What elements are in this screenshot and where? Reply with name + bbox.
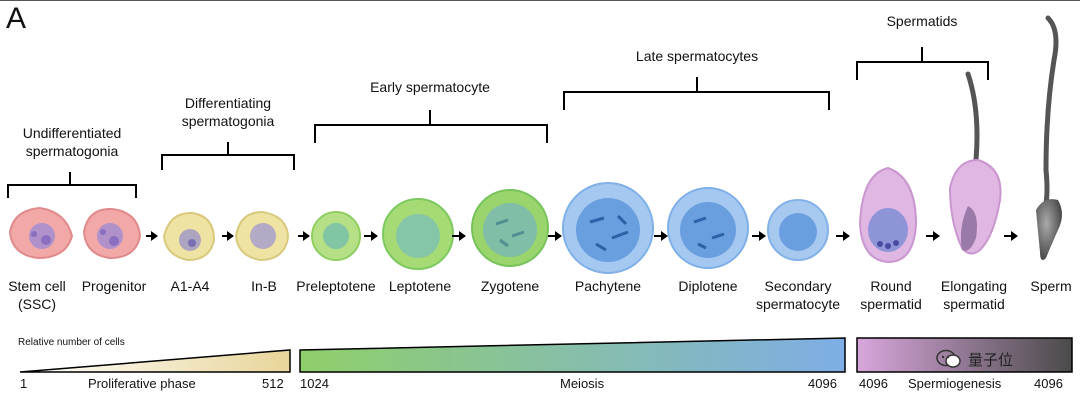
top-border <box>0 0 1080 1</box>
bar-meiosis <box>299 337 846 373</box>
arrow-head-10 <box>1011 231 1018 241</box>
cell-label-in-b: In-B <box>251 278 277 294</box>
spermiogenesis-start: 4096 <box>859 376 888 391</box>
spermiogenesis-label: Spermiogenesis <box>908 376 1002 391</box>
relative-cells-label: Relative number of cells <box>18 337 125 348</box>
arrow-head-4 <box>459 231 466 241</box>
cell-leptotene <box>382 198 454 270</box>
group-label-differentiating: Differentiating spermatogonia <box>181 95 275 129</box>
bar-proliferative <box>19 349 291 373</box>
cell-elongating-spermatid <box>948 71 1002 255</box>
arrow-head-7 <box>759 231 766 241</box>
arrow-head-5 <box>555 231 562 241</box>
progression-arrows <box>146 231 1018 241</box>
cell-diplotene <box>667 187 749 269</box>
cell-pachytene <box>562 182 654 274</box>
arrow-head-9 <box>933 231 940 241</box>
bracket-early-spermatocyte <box>314 110 548 143</box>
spermiogenesis-end: 4096 <box>1034 376 1063 391</box>
cell-in-b <box>234 210 290 262</box>
arrow-head-0 <box>151 231 158 241</box>
cell-label-leptotene: Leptotene <box>388 278 452 294</box>
cell-stem <box>8 206 74 260</box>
arrow-head-2 <box>303 231 310 241</box>
cell-preleptotene <box>311 211 361 261</box>
meiosis-start: 1024 <box>300 376 329 391</box>
meiosis-end: 4096 <box>808 376 837 391</box>
group-label-late-spermatocytes: Late spermatocytes <box>635 48 759 64</box>
cell-label-round-spermatid: Round spermatid <box>860 278 922 312</box>
proliferative-end: 512 <box>262 376 284 391</box>
proliferative-start: 1 <box>20 376 28 391</box>
cell-label-preleptotene: Preleptotene <box>296 278 376 294</box>
arrow-head-8 <box>843 231 850 241</box>
arrow-head-1 <box>227 231 234 241</box>
cell-zygotene <box>471 189 549 267</box>
cell-progenitor <box>82 207 142 260</box>
cell-label-elongating-spermatid: Elongating spermatid <box>940 278 1008 312</box>
cell-label-sperm: Sperm <box>1030 278 1072 294</box>
proliferative-phase-label: Proliferative phase <box>88 376 196 391</box>
bracket-undifferentiated <box>7 172 137 198</box>
cell-label-zygotene: Zygotene <box>480 278 540 294</box>
bar-spermiogenesis <box>856 337 1073 373</box>
group-label-early-spermatocyte: Early spermatocyte <box>370 79 490 95</box>
cell-label-progenitor: Progenitor <box>81 278 147 294</box>
cell-sperm <box>1036 15 1062 260</box>
meiosis-label: Meiosis <box>560 376 605 391</box>
panel-label: A <box>6 2 27 35</box>
cell-label-a1-a4: A1-A4 <box>170 278 210 294</box>
cell-label-secondary-spermatocyte: Secondary spermatocyte <box>755 278 841 312</box>
bracket-late-spermatocytes <box>563 77 830 110</box>
group-label-spermatids: Spermatids <box>886 13 958 29</box>
cell-label-pachytene: Pachytene <box>574 278 642 294</box>
arrow-head-3 <box>371 231 378 241</box>
watermark-text: 量子位 <box>968 352 1014 369</box>
cell-secondary-spermatocyte <box>767 199 829 261</box>
cell-label-diplotene: Diplotene <box>678 278 738 294</box>
arrow-head-6 <box>661 231 668 241</box>
wechat-icon <box>936 349 961 368</box>
cell-round-spermatid <box>858 166 918 264</box>
cell-label-stem: Stem cell (SSC) <box>8 278 66 312</box>
bracket-spermatids <box>856 47 989 80</box>
group-label-undifferentiated: Undifferentiated spermatogonia <box>22 125 122 159</box>
bracket-differentiating <box>161 142 295 170</box>
cell-a1-a4 <box>162 211 216 262</box>
